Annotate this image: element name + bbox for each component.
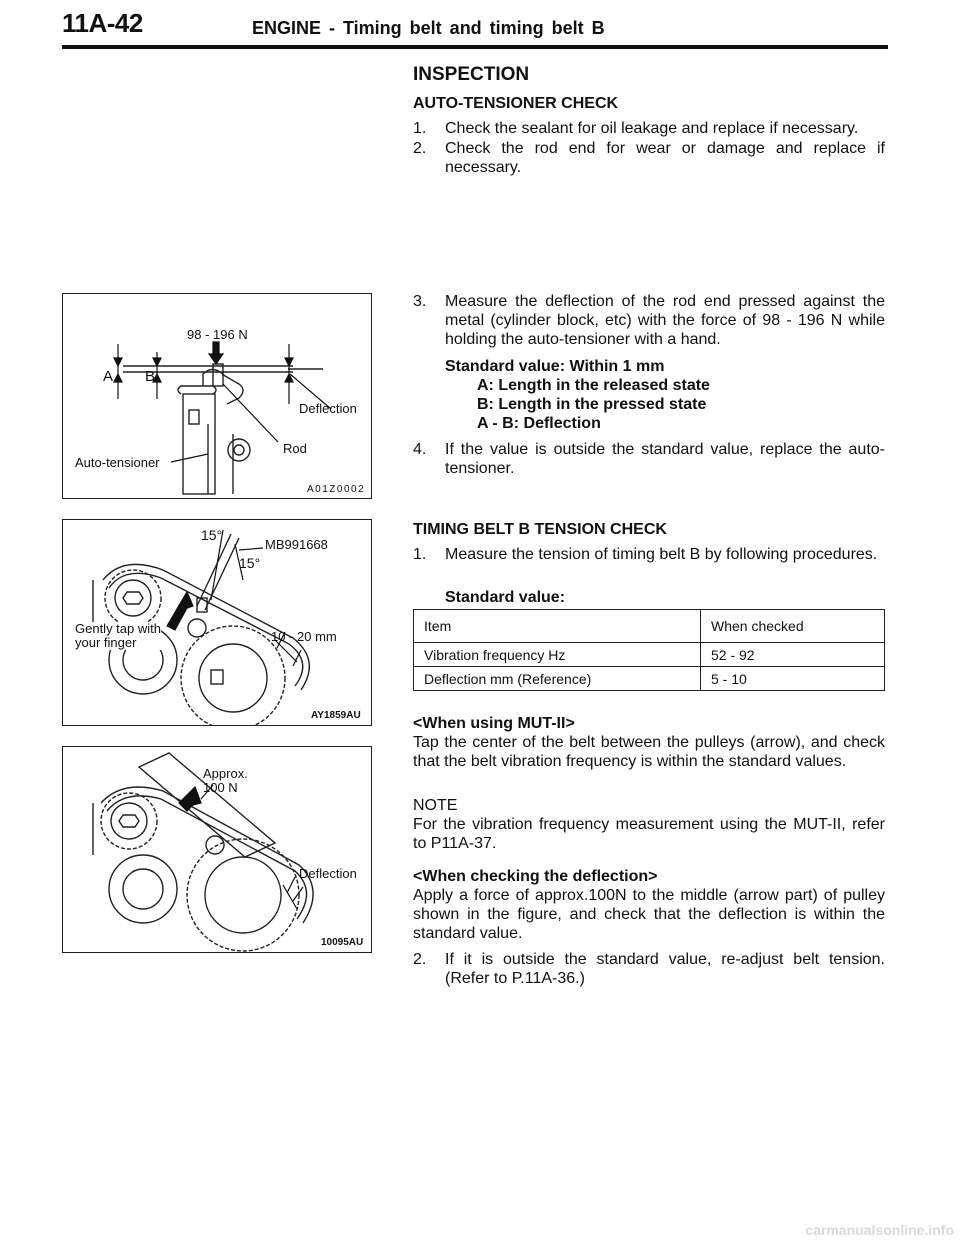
tool-label: MB991668: [265, 537, 328, 552]
step-2: 2. Check the rod end for wear or damage …: [413, 140, 885, 176]
label-b: B: [145, 368, 156, 385]
table-row: Vibration frequency Hz 52 - 92: [413, 642, 885, 667]
mut-heading: <When using MUT-II>: [413, 715, 575, 732]
figure-auto-tensioner: 98 - 196 N A B Deflection Rod Auto-tensi…: [62, 293, 372, 499]
page-title: ENGINE - Timing belt and timing belt B: [252, 18, 605, 38]
step-3: 3. Measure the deflection of the rod end…: [413, 293, 885, 348]
belt-step-2: 2. If it is outside the standard value, …: [413, 951, 885, 987]
header-rule: [62, 45, 888, 49]
approx-label: Approx. 100 N: [203, 766, 248, 795]
standard-value-1: Standard value: Within 1 mm: [445, 358, 665, 375]
note-text: For the vibration frequency measurement …: [413, 816, 885, 852]
figure-belt-tool: 15° 15° MB991668 Gently tap with your fi…: [62, 519, 372, 726]
auto-tensioner-drawing: [113, 341, 332, 495]
figure-code: A01Z0002: [307, 484, 366, 495]
angle-1-label: 15°: [201, 527, 223, 543]
tap-label: Gently tap with your finger: [75, 621, 161, 650]
table-row: Deflection mm (Reference) 5 - 10: [413, 666, 885, 691]
force-label: 98 - 196 N: [187, 327, 248, 342]
table-header-row: Item When checked: [413, 609, 885, 643]
mut-text: Tap the center of the belt between the p…: [413, 734, 885, 770]
inspection-title: INSPECTION: [413, 64, 530, 85]
legend-b: B: Length in the pressed state: [477, 396, 707, 413]
table-cell: Vibration frequency Hz: [413, 642, 701, 667]
figure-code: AY1859AU: [311, 710, 361, 721]
table-cell: 5 - 10: [700, 666, 885, 691]
rod-label: Rod: [283, 441, 307, 456]
auto-tensioner-heading: AUTO-TENSIONER CHECK: [413, 95, 619, 112]
auto-tensioner-label: Auto-tensioner: [75, 455, 160, 470]
standard-value-2: Standard value:: [445, 589, 566, 606]
deflection-text: Apply a force of approx.100N to the midd…: [413, 887, 885, 942]
step-1: 1. Check the sealant for oil leakage and…: [413, 120, 859, 137]
label-a: A: [103, 368, 114, 385]
belt-step-1: 1. Measure the tension of timing belt B …: [413, 546, 878, 563]
angle-2-label: 15°: [239, 555, 261, 571]
note-label: NOTE: [413, 797, 458, 814]
deflection-heading: <When checking the deflection>: [413, 868, 658, 885]
page-code: 11A-42: [62, 8, 143, 38]
table-cell: 52 - 92: [700, 642, 885, 667]
deflection-label: Deflection: [299, 866, 357, 881]
range-label: 10 - 20 mm: [271, 629, 337, 644]
figure-deflection: Approx. 100 N Deflection 10095AU: [62, 746, 372, 953]
legend-ab: A - B: Deflection: [477, 415, 601, 432]
deflection-drawing: [92, 752, 314, 952]
figure-code: 10095AU: [321, 937, 364, 948]
deflection-label: Deflection: [299, 401, 357, 416]
belt-check-heading: TIMING BELT B TENSION CHECK: [413, 521, 667, 538]
standard-value-table: Item When checked Vibration frequency Hz…: [413, 609, 885, 691]
table-header-cell: Item: [413, 609, 701, 643]
table-header-cell: When checked: [700, 609, 885, 643]
step-4: 4. If the value is outside the standard …: [413, 441, 885, 477]
legend-a: A: Length in the released state: [477, 377, 710, 394]
table-cell: Deflection mm (Reference): [413, 666, 701, 691]
watermark: carmanualsonline.info: [805, 1222, 954, 1238]
